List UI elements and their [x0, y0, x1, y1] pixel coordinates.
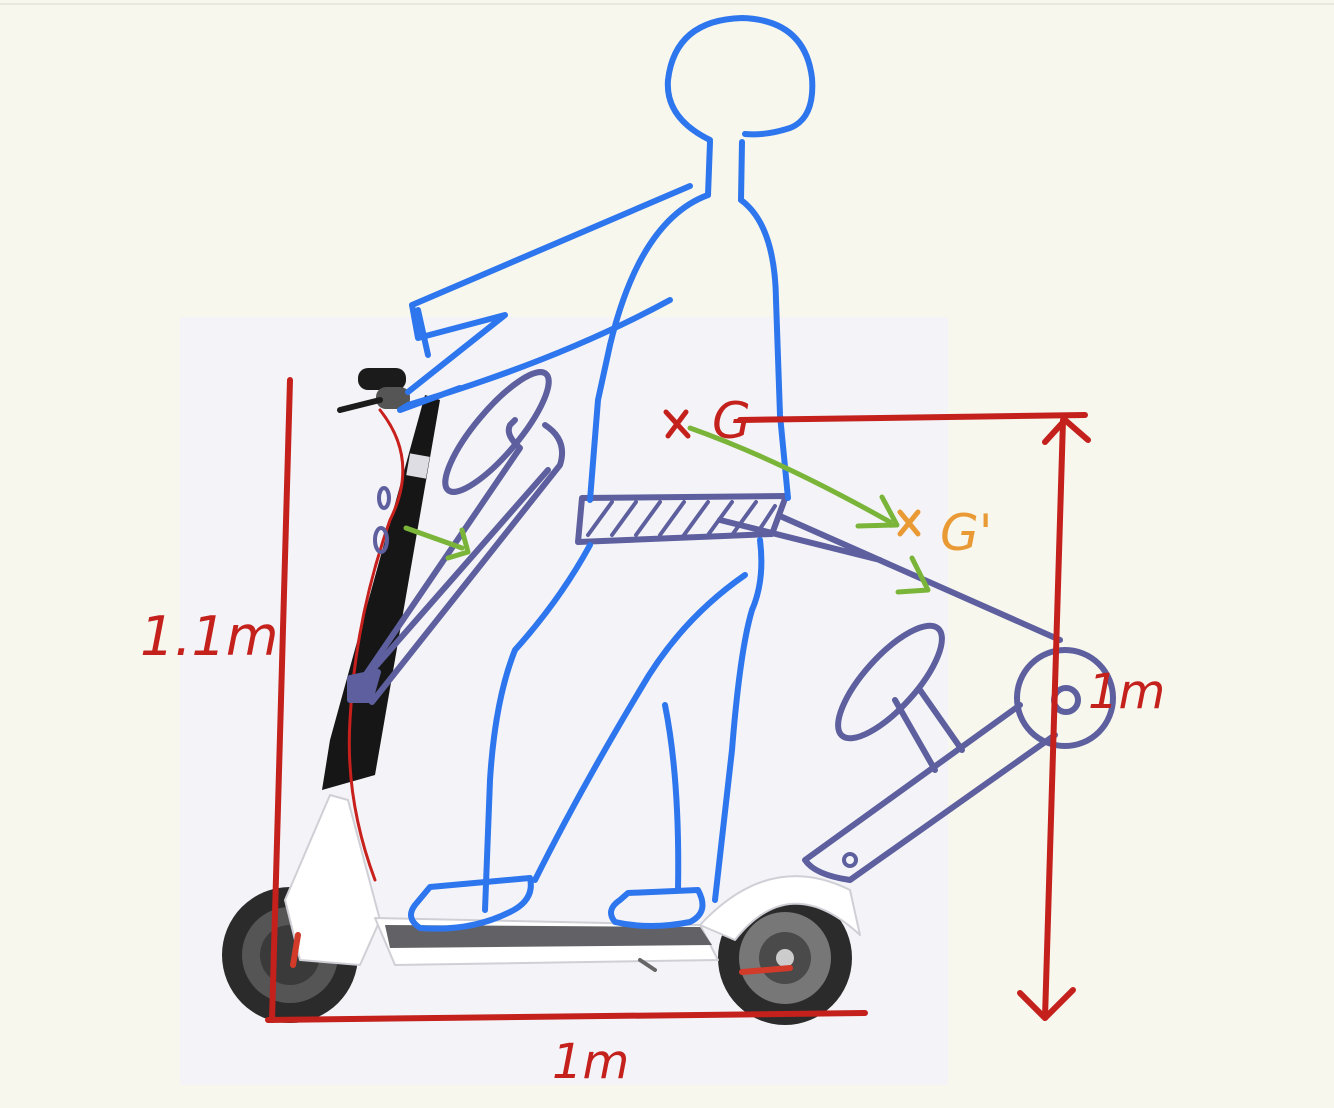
back-foot: [608, 887, 706, 929]
deck-grip: [385, 925, 712, 948]
shifted-cog-label: G': [940, 504, 993, 562]
front-fork: [284, 794, 381, 966]
height-label: 1.1m: [140, 605, 278, 668]
torso: [587, 192, 791, 503]
stem-label: [406, 453, 430, 479]
front-leg-inner: [662, 702, 682, 893]
drop-arrow-bottom: [1017, 987, 1076, 1021]
folded-scooter-sketch: [347, 369, 1116, 883]
dimension-lines: [265, 377, 1091, 1023]
front-reflector: [290, 932, 301, 968]
width-line: [265, 1010, 868, 1023]
drop-label: 1m: [1088, 664, 1165, 720]
stem-rotate-arrowhead: [445, 527, 471, 561]
head: [664, 15, 816, 143]
frame-rotate-arrow: [895, 555, 931, 595]
scooter-photo: [222, 368, 861, 1025]
front-foot: [408, 875, 534, 932]
cog-label: G: [712, 392, 751, 450]
cog-shift-arrow: [687, 425, 893, 525]
movement-arrows: [403, 425, 931, 595]
kickstand: [638, 958, 657, 972]
upper-arm: [405, 183, 693, 395]
brake-cable: [347, 408, 405, 882]
folded-wheel: [1014, 647, 1116, 749]
folded-pin: [842, 852, 858, 868]
rear-reflector: [739, 965, 793, 975]
folded-stem-line: [352, 467, 551, 693]
folded-handlebar-post: [892, 687, 965, 773]
drop-arrow-top: [1042, 417, 1091, 445]
person-sketch: [397, 15, 816, 932]
back-leg-inner: [532, 572, 748, 883]
cog-cross: [663, 409, 691, 439]
height-line: [269, 377, 293, 1023]
forearm: [397, 297, 673, 413]
folded-handlebar-2: [835, 622, 945, 742]
folded-lower-arm: [802, 702, 1058, 883]
hinge-mark-bottom: [373, 526, 389, 554]
rear-fender: [699, 875, 861, 941]
stem-rotate-arrow: [403, 525, 465, 551]
front-leg: [482, 542, 593, 913]
shifted-cog-cross: [897, 509, 921, 537]
back-leg: [712, 537, 765, 903]
hinge-mark-top: [377, 486, 391, 510]
cog-reference-line: [737, 412, 1088, 423]
width-label: 1m: [552, 1034, 629, 1090]
drop-line: [1042, 417, 1066, 1021]
handlebar: [337, 368, 410, 413]
hand: [415, 307, 431, 358]
cog-shift-arrowhead: [855, 494, 900, 529]
neck: [705, 139, 745, 203]
